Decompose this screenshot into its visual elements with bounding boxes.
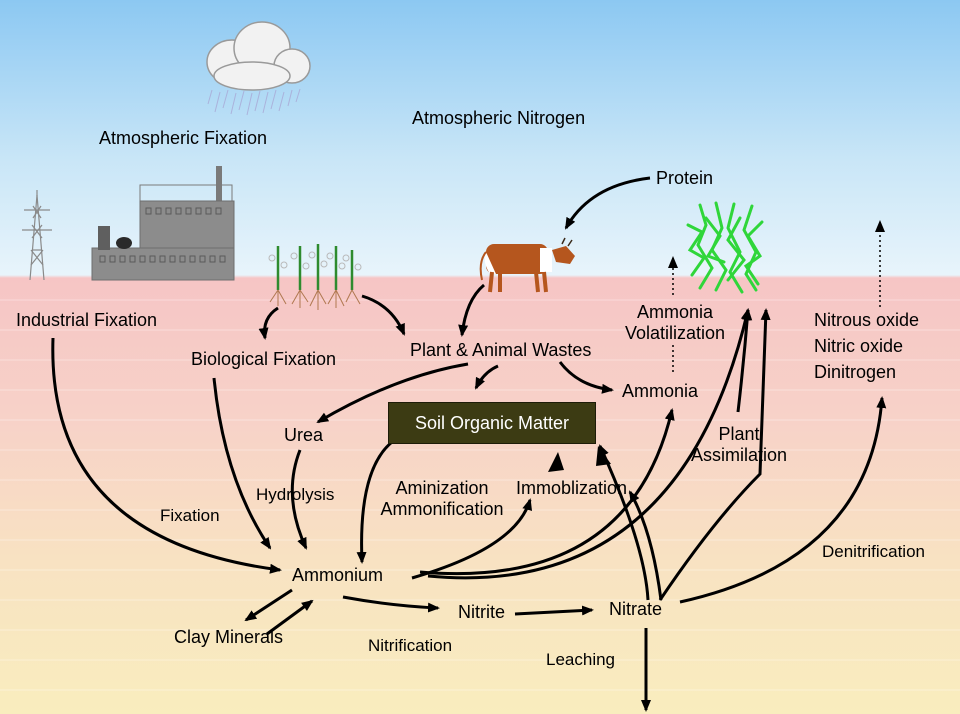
label-urea: Urea	[284, 425, 324, 445]
dotted-arrows	[668, 220, 885, 372]
label-nitrous-oxide: Nitrous oxide	[814, 310, 920, 330]
power-pylon-icon	[22, 190, 52, 281]
label-aminization: Aminization	[395, 478, 489, 498]
label-hydrolysis: Hydrolysis	[256, 485, 335, 504]
label-denitrification: Denitrification	[822, 542, 925, 561]
label-aminization-ammonification: Aminization Ammonification	[366, 478, 518, 520]
label-plant-assimilation-line1: Plant	[718, 424, 760, 444]
label-plant-animal-wastes: Plant & Animal Wastes	[410, 340, 592, 360]
factory-icon	[91, 166, 235, 281]
soil-organic-matter-box: Soil Organic Matter	[388, 402, 596, 444]
label-immobilization: Immoblization	[516, 478, 628, 498]
label-fixation: Fixation	[160, 506, 220, 525]
label-ammonia-volatilization: Ammonia Volatilization	[618, 302, 732, 344]
label-ammonification: Ammonification	[380, 499, 504, 519]
label-plant-assimilation-line2: Assimilation	[690, 445, 788, 465]
label-ammonia-volatilization-line1: Ammonia	[636, 302, 714, 322]
flow-arrows	[51, 176, 887, 712]
cow-icon	[479, 237, 575, 293]
label-ammonia-volatilization-line2: Volatilization	[624, 323, 726, 343]
label-atmospheric-nitrogen: Atmospheric Nitrogen	[412, 108, 586, 128]
label-dinitrogen: Dinitrogen	[814, 362, 897, 382]
label-ammonia: Ammonia	[622, 381, 699, 401]
green-plant-icon	[686, 201, 764, 294]
legume-plants-icon	[268, 244, 362, 310]
label-ammonium: Ammonium	[292, 565, 384, 585]
rain-cloud-icon	[206, 21, 311, 116]
filled-arrowheads	[548, 446, 611, 472]
label-clay-minerals: Clay Minerals	[174, 627, 284, 647]
label-biological-fixation: Biological Fixation	[191, 349, 337, 369]
label-industrial-fixation: Industrial Fixation	[16, 310, 158, 330]
label-leaching: Leaching	[546, 650, 616, 669]
label-nitric-oxide: Nitric oxide	[814, 336, 904, 356]
label-plant-assimilation: Plant Assimilation	[680, 424, 798, 466]
label-nitrite: Nitrite	[458, 602, 506, 622]
label-nitrate: Nitrate	[609, 599, 663, 619]
label-protein: Protein	[656, 168, 714, 188]
label-atmospheric-fixation: Atmospheric Fixation	[99, 128, 268, 148]
label-nitrification: Nitrification	[368, 636, 453, 655]
